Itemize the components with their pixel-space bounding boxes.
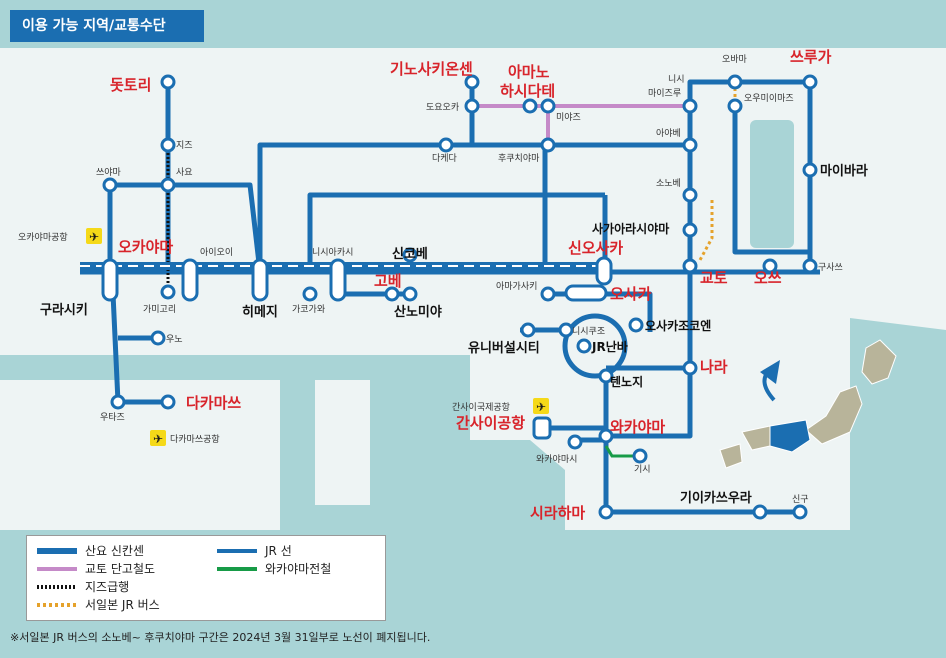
legend-swatch-jr	[217, 549, 257, 553]
label-kurashiki: 구라시키	[40, 302, 88, 318]
legend-swatch-bus	[37, 603, 77, 607]
label-sagaarashiyama: 사가아라시야마	[592, 221, 669, 236]
label-kamigori: 가미고리	[143, 304, 176, 315]
map-title: 이용 가능 지역/교통수단	[10, 10, 204, 42]
capsule-stations	[101, 256, 613, 302]
label-chizu: 지즈	[176, 140, 193, 151]
label-ayabe: 아야베	[656, 128, 681, 139]
label-shirahama: 시라하마	[530, 504, 585, 522]
legend-bus: 서일본 JR 버스	[85, 598, 160, 612]
legend-swatch-kyoto-tango	[37, 567, 77, 571]
label-toyooka: 도요오카	[426, 102, 459, 113]
label-kix: 간사이공항	[456, 414, 525, 432]
label-tsuyama: 쓰야마	[96, 167, 122, 178]
label-obama: 오바마	[722, 54, 748, 65]
label-sonobe: 소노베	[656, 178, 681, 189]
label-kusatsu: 구사쓰	[818, 262, 843, 273]
japan-inset-map	[719, 339, 897, 469]
wakayama-railway-line	[604, 445, 640, 458]
label-wakayamashi: 와카야마시	[536, 453, 577, 465]
label-osakajokoen: 오사카조코엔	[645, 318, 711, 333]
label-miyazu: 미야즈	[556, 112, 581, 123]
svg-text:✈: ✈	[89, 230, 99, 244]
label-aioi: 아이오이	[200, 247, 233, 258]
label-uno: 우노	[166, 334, 183, 345]
label-kinosakionsen: 기노사키온센	[390, 60, 473, 78]
label-takeda: 다케다	[432, 153, 458, 164]
label-shinkobe: 신코베	[392, 247, 428, 262]
label-nishimaizuru-1: 니시	[668, 74, 685, 85]
label-kobe: 고베	[374, 272, 402, 290]
bus-route	[698, 200, 714, 261]
legend: 산요 신칸센 교토 단고철도 지즈급행 서일본 JR 버스 JR 선 와카야마전…	[26, 535, 386, 621]
label-osaka: 오사카	[610, 285, 652, 303]
airport-icons: ✈ ✈ ✈	[86, 228, 549, 446]
label-himeji: 히메지	[242, 304, 278, 320]
label-kix-airport: 간사이국제공항	[452, 402, 510, 413]
land	[0, 48, 946, 530]
label-tsuruga: 쓰루가	[790, 48, 832, 66]
kix-station	[532, 416, 552, 440]
label-wakayama: 와카야마	[610, 418, 665, 436]
label-takamatsu-airport: 다카마쓰공항	[170, 434, 220, 445]
label-nishikujo: 니시쿠조	[572, 326, 605, 337]
label-okayama-airport: 오카야마공항	[18, 232, 68, 243]
legend-swatch-shinkansen	[37, 548, 77, 554]
label-universal-city: 유니버설시티	[468, 340, 540, 356]
label-nishiakashi: 니시아카시	[312, 247, 353, 258]
svg-text:✈: ✈	[153, 432, 163, 446]
label-okayama: 오카야마	[118, 238, 173, 256]
circle-stations	[102, 74, 818, 520]
label-tennoji: 텐노지	[610, 374, 643, 389]
legend-swatch-chizu	[37, 585, 77, 589]
label-otsu: 오쓰	[754, 269, 782, 287]
legend-wakayama: 와카야마전철	[265, 562, 332, 576]
legend-swatch-wakayama	[217, 567, 257, 571]
label-shinosaka: 신오사카	[568, 239, 623, 257]
legend-chizu: 지즈급행	[85, 580, 130, 594]
legend-kyoto-tango: 교토 단고철도	[85, 562, 156, 576]
label-amanohashidate-1: 아마노	[508, 63, 550, 81]
label-tottori: 돗토리	[110, 76, 151, 94]
label-kishi: 기시	[634, 464, 651, 475]
legend-jr: JR 선	[265, 544, 292, 558]
label-maibara: 마이바라	[820, 163, 868, 179]
label-nishimaizuru-2: 마이즈루	[648, 88, 681, 99]
label-sayo: 사요	[176, 167, 193, 178]
label-takamatsu: 다카마쓰	[186, 394, 241, 412]
label-nara: 나라	[700, 358, 728, 376]
legend-shinkansen: 산요 신칸센	[85, 544, 145, 558]
label-kakogawa: 가코가와	[292, 303, 325, 315]
label-amagasaki: 아마가사키	[496, 281, 537, 292]
label-omimaiko: 오우미이마즈	[744, 93, 794, 104]
label-shingu: 신구	[792, 494, 809, 505]
label-utazu: 우타즈	[100, 412, 125, 423]
label-sannomiya: 산노미야	[394, 304, 442, 320]
footnote: ※서일본 JR 버스의 소노베~ 후쿠치야마 구간은 2024년 3월 31일부…	[10, 631, 431, 644]
label-kyoto: 교토	[700, 269, 728, 287]
label-amanohashidate-2: 하시다테	[500, 82, 555, 100]
label-fukuchiyama: 후쿠치야마	[498, 152, 540, 164]
label-kii-katsuura: 기이카쓰우라	[680, 490, 752, 506]
svg-text:✈: ✈	[536, 400, 546, 414]
label-jr-namba: JR난바	[591, 339, 628, 354]
